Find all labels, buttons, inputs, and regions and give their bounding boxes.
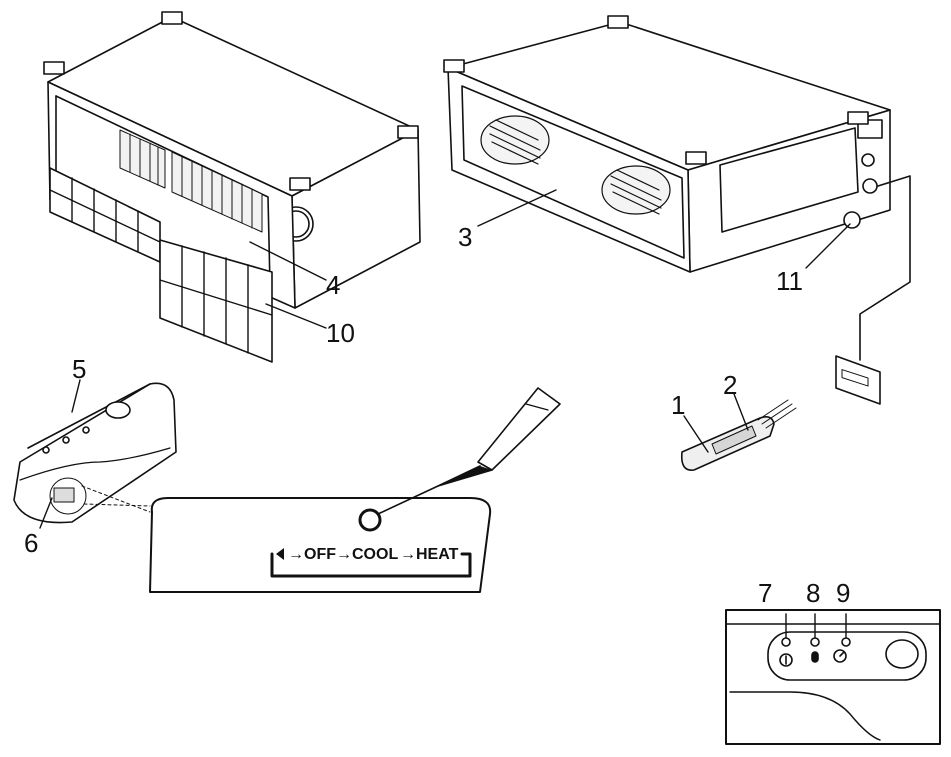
removable-filter: [159, 239, 273, 363]
callout-4: 4: [326, 270, 341, 300]
callout-5: 5: [72, 354, 87, 384]
indicator-receiver-window: [885, 639, 919, 669]
receiver-panel: [13, 382, 177, 524]
blower-wheel-left: [480, 115, 550, 165]
unit-right-brackets: [443, 15, 869, 165]
controller-cable: [859, 175, 911, 361]
leader-lines: [39, 189, 851, 639]
unit-left-brackets: [43, 11, 419, 191]
ducted-unit-left: [43, 11, 421, 363]
callout-10: 10: [326, 318, 355, 348]
remote-control: [680, 399, 797, 471]
mode-switch-small: [53, 487, 75, 503]
drain-outlet: [843, 211, 861, 229]
indicator-panel-detail: [725, 609, 941, 745]
mode-switch-knob: [358, 508, 382, 532]
blower-wheel-right: [601, 165, 671, 215]
callout-9: 9: [836, 578, 851, 608]
callout-11: 11: [776, 266, 803, 296]
ducted-unit-right: [443, 15, 911, 405]
callout-8: 8: [806, 578, 821, 608]
callout-2: 2: [723, 370, 738, 400]
remote-signal: [757, 399, 797, 429]
callout-1: 1: [671, 390, 686, 420]
callout-6: 6: [24, 528, 39, 558]
mode-label-cool: →COOL: [336, 546, 399, 563]
unit-left-coil: [119, 129, 263, 233]
callout-3: 3: [458, 222, 473, 252]
unit-left-front: [47, 81, 296, 309]
mode-switch-detail: [149, 497, 492, 593]
wired-controller: [835, 355, 881, 405]
mode-arrow-frame: [270, 552, 472, 578]
mode-label-off: →OFF: [288, 546, 336, 563]
unit-right-control-box: [719, 127, 859, 233]
screwdriver: [377, 387, 561, 515]
mode-label-heat: →HEAT: [400, 546, 459, 563]
callout-7: 7: [758, 578, 773, 608]
magnify-ring: [49, 477, 87, 515]
